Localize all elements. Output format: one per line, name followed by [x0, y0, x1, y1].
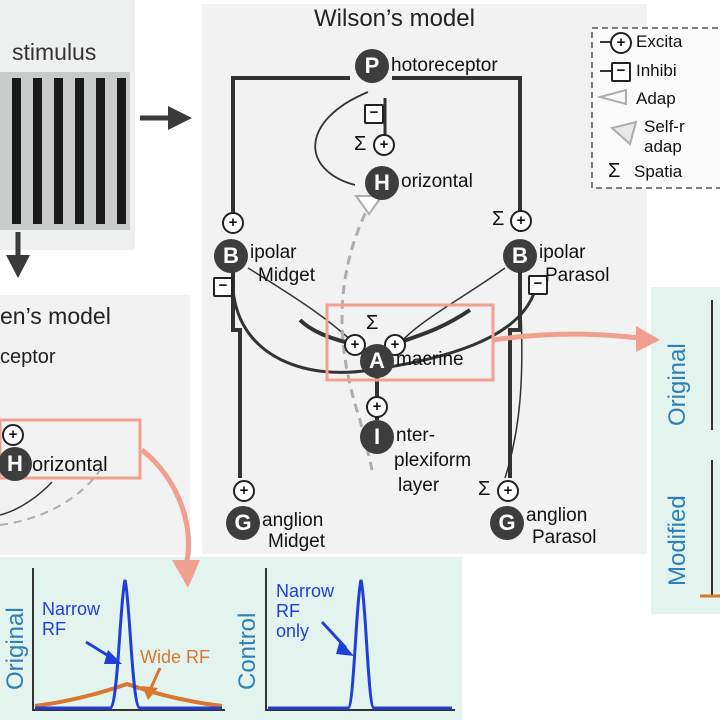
stimulus-title: stimulus: [12, 39, 97, 65]
node-interplexiform: I: [360, 420, 394, 454]
arrow-down: [6, 232, 30, 278]
inhibitory-symbol: −: [528, 275, 548, 295]
sigma-symbol: Σ: [492, 208, 505, 230]
arrow-to-wilson: [140, 106, 192, 130]
label-ganglion-midget: anglion: [262, 510, 324, 531]
node-photoreceptor: P: [355, 49, 389, 83]
lower-model-receptor: ceptor: [0, 346, 56, 368]
legend-excitatory: Excita: [636, 32, 683, 51]
excitatory-symbol: +: [373, 134, 395, 156]
wilson-panel: [202, 4, 647, 554]
horizontal-connector: [140, 448, 192, 566]
legend-sigma-icon: Σ: [608, 160, 621, 182]
excitatory-symbol: +: [366, 396, 388, 418]
label-bipolar-midget: ipolar: [250, 242, 297, 263]
right-plot-modified-ylabel: Modified: [664, 495, 691, 586]
plot-original-axes: [32, 568, 225, 711]
label-narrow-only-2: RF: [276, 601, 300, 621]
excitatory-symbol: +: [222, 212, 244, 234]
node-bipolar-parasol: B: [503, 239, 537, 273]
node-horizontal: H: [365, 166, 399, 200]
legend-self-2: adap: [644, 137, 682, 156]
lower-model-panel: [0, 295, 190, 555]
label-horizontal-lower: orizontal: [32, 454, 108, 476]
label-narrow-only-3: only: [276, 621, 310, 641]
label-bipolar-parasol-type: Parasol: [545, 265, 610, 286]
node-bipolar-midget: B: [214, 239, 248, 273]
plot-control-axes: [265, 568, 455, 711]
node-horizontal-lower: H: [0, 447, 32, 481]
narrow-rf-curve: [35, 579, 222, 710]
label-narrow-rf-1: Narrow: [42, 599, 101, 619]
wilson-title: Wilson’s model: [314, 5, 475, 32]
excitatory-symbol: +: [510, 210, 532, 232]
legend-spatial: Spatia: [634, 162, 683, 181]
excitatory-symbol: +: [344, 334, 366, 356]
label-bipolar-parasol: ipolar: [539, 242, 586, 263]
label-amacrine: macrine: [396, 349, 464, 370]
legend-self-1: Self-r: [644, 117, 685, 136]
excitatory-symbol: +: [233, 480, 255, 502]
label-wide-rf: Wide RF: [140, 647, 211, 667]
adaptive-triangle: [354, 195, 384, 216]
legend-box: [591, 27, 720, 189]
legend-excitatory-icon: +: [610, 32, 632, 54]
amacrine-connector: [492, 331, 641, 343]
node-ganglion-midget: G: [226, 506, 260, 540]
horizontal-highlight: [0, 418, 142, 480]
label-horizontal: orizontal: [401, 171, 473, 192]
legend-inhibitory: Inhibi: [636, 61, 677, 80]
label-bipolar-midget-type: Midget: [258, 265, 316, 286]
right-plot-original-ylabel: Original: [664, 343, 691, 426]
amacrine-highlight: [325, 303, 495, 382]
wide-rf-pointer: [148, 667, 162, 691]
narrow-only-curve: [268, 579, 452, 710]
label-ganglion-parasol: anglion: [526, 505, 588, 526]
bottom-plot-panel: [0, 557, 462, 720]
label-interplexiform-3: layer: [398, 475, 440, 496]
plot-original-ylabel: Original: [2, 607, 29, 690]
label-interplexiform: nter-: [396, 425, 436, 446]
node-amacrine: A: [360, 344, 394, 378]
plot-control-ylabel: Control: [234, 612, 261, 690]
inhibitory-symbol: −: [364, 104, 384, 124]
stimulus-grating: [0, 72, 130, 230]
label-narrow-only-1: Narrow: [276, 581, 335, 601]
label-interplexiform-2: plexiform: [394, 450, 472, 471]
sigma-symbol: Σ: [354, 133, 367, 155]
excitatory-symbol: +: [2, 424, 24, 446]
legend-adaptive: Adap: [636, 89, 676, 108]
inhibitory-symbol: −: [213, 277, 233, 297]
sigma-symbol: Σ: [478, 478, 491, 500]
label-ganglion-midget-type: Midget: [268, 531, 326, 552]
sigma-symbol: Σ: [366, 312, 379, 334]
legend-inhibitory-icon: −: [611, 62, 631, 82]
right-plot-panel: [651, 287, 720, 614]
label-ganglion-parasol-type: Parasol: [532, 527, 597, 548]
wide-rf-curve: [34, 681, 223, 708]
excitatory-symbol: +: [497, 480, 519, 502]
label-narrow-rf-2: RF: [42, 619, 66, 639]
lower-model-title: en’s model: [0, 303, 111, 329]
label-photoreceptor: hotoreceptor: [391, 55, 498, 76]
node-ganglion-parasol: G: [490, 506, 524, 540]
